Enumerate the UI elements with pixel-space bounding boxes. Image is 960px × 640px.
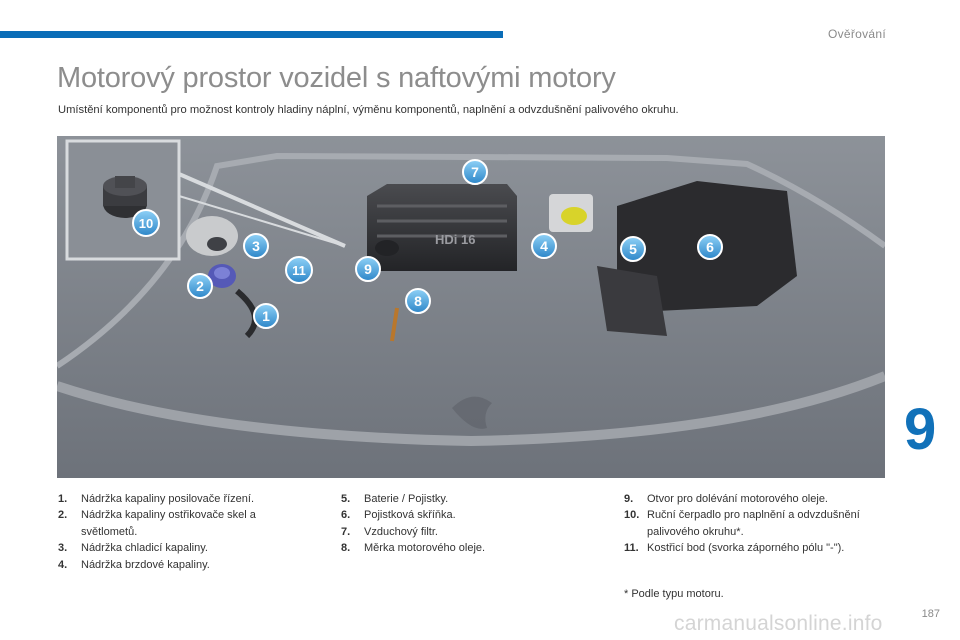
svg-text:8: 8	[414, 293, 422, 309]
page-number: 187	[921, 608, 940, 620]
legend-item: 11.Kostřicí bod (svorka záporného pólu "…	[624, 542, 845, 555]
callout-4: 4	[531, 233, 557, 259]
svg-text:7: 7	[471, 164, 479, 180]
svg-text:3: 3	[252, 238, 260, 254]
callout-2: 2	[187, 273, 213, 299]
svg-text:6: 6	[706, 239, 714, 255]
footnote: * Podle typu motoru.	[624, 588, 724, 600]
header-accent-bar	[0, 31, 503, 38]
legend-item: 5.Baterie / Pojistky.	[341, 493, 449, 505]
callout-1: 1	[253, 303, 279, 329]
hand-pump-icon	[103, 176, 147, 218]
chapter-number: 9	[904, 397, 937, 462]
section-label: Ověřování	[827, 27, 886, 41]
legend-item: 6.Pojistková skříňka.	[341, 509, 456, 522]
legend-column-3: 9.Otvor pro dolévání motorového oleje. 1…	[624, 491, 894, 557]
callout-5: 5	[620, 236, 646, 262]
callout-7: 7	[462, 159, 488, 185]
callout-6: 6	[697, 234, 723, 260]
engine-label: HDi 16	[435, 232, 475, 247]
legend-item: 4.Nádržka brzdové kapaliny.	[58, 558, 210, 571]
page-title: Motorový prostor vozidel s naftovými mot…	[57, 62, 616, 94]
engine-bay-illustration: HDi 16 1 2 3 4	[57, 136, 885, 478]
legend-item: 3.Nádržka chladicí kapaliny.	[58, 542, 208, 555]
svg-text:1: 1	[262, 308, 270, 324]
lion-emblem-icon	[452, 396, 492, 429]
callout-8: 8	[405, 288, 431, 314]
svg-text:5: 5	[629, 241, 637, 257]
washer-reservoir-icon	[208, 264, 236, 288]
callout-3: 3	[243, 233, 269, 259]
engine-bay-svg: HDi 16 1 2 3 4	[57, 136, 885, 478]
callout-11: 11	[285, 256, 313, 284]
svg-text:2: 2	[196, 278, 204, 294]
callout-10: 10	[132, 209, 160, 237]
legend-item: 9.Otvor pro dolévání motorového oleje.	[624, 493, 828, 505]
engine-cover: HDi 16	[367, 184, 517, 271]
legend-item: 10.Ruční čerpadlo pro naplnění a odvzduš…	[624, 509, 860, 538]
page-subtitle: Umístění komponentů pro možnost kontroly…	[58, 104, 679, 116]
brake-fluid-reservoir-icon	[549, 194, 593, 232]
legend-item: 2.Nádržka kapaliny ostřikovače skel a sv…	[58, 509, 256, 538]
watermark: carmanualsonline.info	[674, 612, 883, 635]
svg-text:11: 11	[292, 263, 306, 278]
legend-item: 8.Měrka motorového oleje.	[341, 542, 486, 555]
callout-9: 9	[355, 256, 381, 282]
legend-item: 7.Vzduchový filtr.	[341, 525, 438, 538]
legend-column-2: 5.Baterie / Pojistky. 6.Pojistková skříň…	[341, 491, 581, 557]
svg-text:4: 4	[540, 238, 548, 254]
coolant-reservoir-icon	[186, 216, 238, 256]
battery-fusebox-cover	[597, 181, 797, 336]
svg-text:9: 9	[364, 261, 372, 277]
svg-text:10: 10	[139, 216, 153, 231]
legend-item: 1.Nádržka kapaliny posilovače řízení.	[58, 493, 255, 505]
legend-column-1: 1.Nádržka kapaliny posilovače řízení. 2.…	[58, 491, 308, 573]
